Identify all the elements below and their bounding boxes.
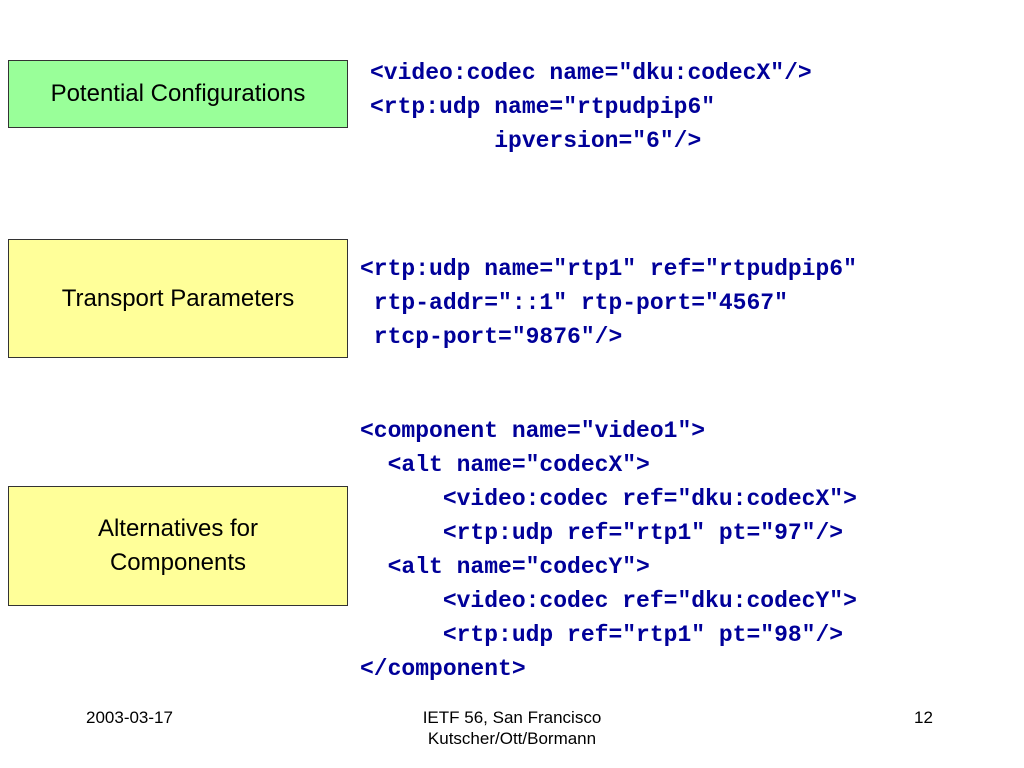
alternatives-for-components-box: Alternatives for Components [8,486,348,606]
potential-configurations-box: Potential Configurations [8,60,348,128]
footer-date: 2003-03-17 [86,708,173,727]
footer-venue-line: IETF 56, San Francisco [422,708,602,727]
footer-page-number: 12 [914,708,933,727]
alternatives-label-line1: Alternatives for [97,515,259,542]
component-code-block: <component name="video1"> <alt name="cod… [360,418,857,682]
transport-parameters-label: Transport Parameters [61,284,295,312]
footer-authors-line: Kutscher/Ott/Bormann [427,729,597,748]
transport-parameters-box: Transport Parameters [8,239,348,358]
config-code-block: <video:codec name="dku:codecX"/> <rtp:ud… [370,60,812,154]
footer-venue: IETF 56, San Francisco Kutscher/Ott/Borm… [362,707,662,749]
potential-configurations-label: Potential Configurations [50,80,306,107]
transport-code-block: <rtp:udp name="rtp1" ref="rtpudpip6" rtp… [360,256,857,350]
alternatives-label-line2: Components [109,549,247,576]
